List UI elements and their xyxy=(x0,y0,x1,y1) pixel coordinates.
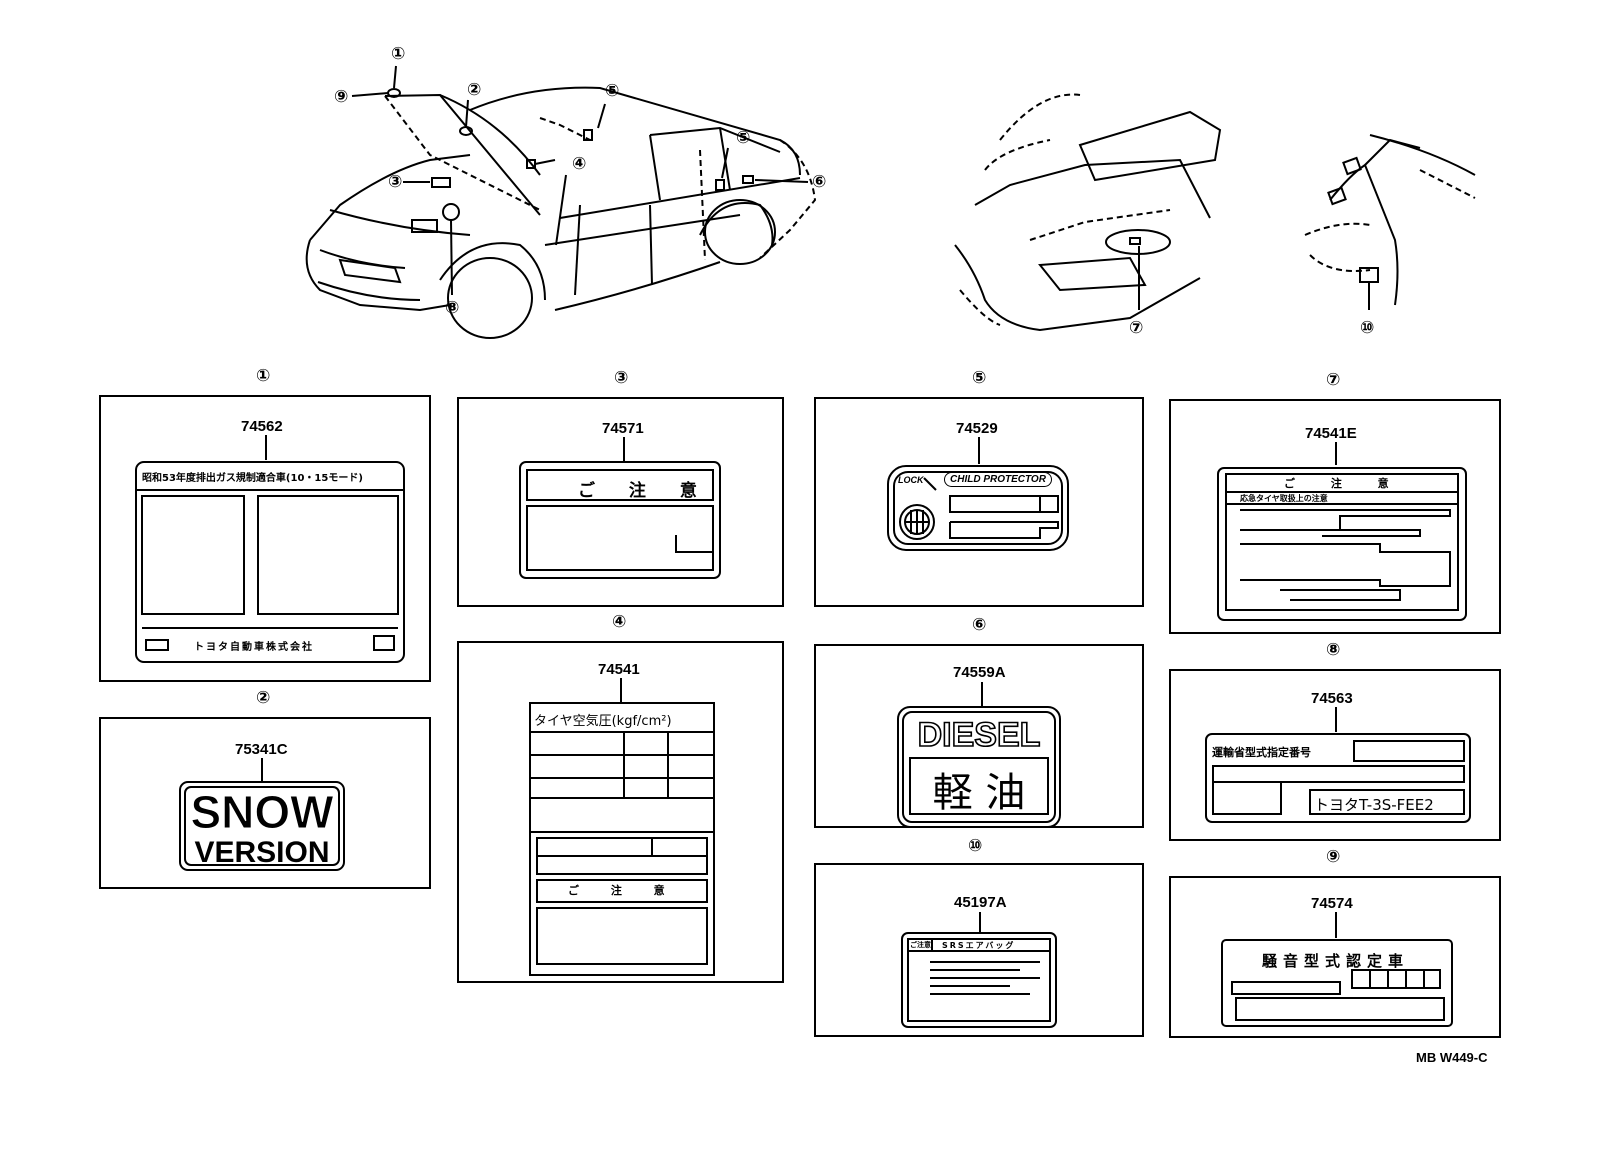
box-number-9: ⑨ xyxy=(1326,847,1341,867)
part-number-74563: 74563 xyxy=(1311,690,1353,707)
part-number-74574: 74574 xyxy=(1311,895,1353,912)
trunk-illustration xyxy=(954,93,1222,332)
label5-title: CHILD PROTECTOR xyxy=(944,472,1052,487)
keiyu-text: 軽 油 xyxy=(933,770,1026,816)
label1-heading: 昭和53年度排出ガス規制適合車(10・15モード) xyxy=(142,473,363,484)
box-number-5: ⑤ xyxy=(972,368,987,388)
label10-title: SRSエアバッグ xyxy=(942,941,1016,950)
callout-4: ④ xyxy=(572,154,587,174)
box-number-3: ③ xyxy=(614,368,629,388)
callout-9: ⑨ xyxy=(334,87,349,107)
label8-engine: トヨタT-3S-FEE2 xyxy=(1314,796,1434,814)
box-number-4: ④ xyxy=(612,612,627,632)
version-text: VERSION xyxy=(194,836,329,869)
callout-3: ③ xyxy=(388,172,403,192)
part-number-74529: 74529 xyxy=(956,420,998,437)
label4-heading: タイヤ空気圧(kgf/cm²) xyxy=(534,714,672,729)
callout-5b: ⑤ xyxy=(736,128,751,148)
callout-6: ⑥ xyxy=(812,172,827,192)
label7-heading: ご 注 意 xyxy=(1284,477,1405,490)
part-number-75341c: 75341C xyxy=(235,741,288,758)
label7-sub: 応急タイヤ取扱上の注意 xyxy=(1240,494,1328,503)
callout-8: ⑧ xyxy=(445,298,460,318)
label10-heading: ご注意 xyxy=(910,941,931,949)
label-box-3 xyxy=(457,397,784,607)
car-illustration xyxy=(305,65,817,339)
box-number-10: ⑩ xyxy=(968,836,983,856)
part-number-74571: 74571 xyxy=(602,420,644,437)
part-number-74541e: 74541E xyxy=(1305,425,1357,442)
callout-10: ⑩ xyxy=(1360,318,1375,338)
label9-heading: 騒音型式認定車 xyxy=(1262,952,1410,970)
part-number-74559a: 74559A xyxy=(953,664,1006,681)
label-box-9 xyxy=(1169,876,1501,1038)
label1-maker: トヨタ自動車株式会社 xyxy=(194,642,314,653)
label-box-8 xyxy=(1169,669,1501,841)
diagram-reference-code: MB W449-C xyxy=(1416,1050,1488,1065)
label-box-4 xyxy=(457,641,784,983)
snow-text: SNOW xyxy=(190,786,334,838)
callout-2: ② xyxy=(467,80,482,100)
label-box-1 xyxy=(99,395,431,682)
label5-lock: LOCK xyxy=(898,475,924,485)
label4-note: ご 注 意 xyxy=(568,884,679,897)
part-number-74562: 74562 xyxy=(241,418,283,435)
label3-heading: ご 注 意 xyxy=(578,481,711,501)
diesel-text: DIESEL xyxy=(918,716,1041,754)
callout-5a: ⑤ xyxy=(605,81,620,101)
callout-7: ⑦ xyxy=(1129,318,1144,338)
box-number-1: ① xyxy=(256,366,271,386)
box-number-2: ② xyxy=(256,688,271,708)
callout-1: ① xyxy=(391,44,406,64)
pillar-illustration xyxy=(1304,134,1476,310)
part-number-45197a: 45197A xyxy=(954,894,1007,911)
label-box-5 xyxy=(814,397,1144,607)
label-box-7 xyxy=(1169,399,1501,634)
box-number-7: ⑦ xyxy=(1326,370,1341,390)
label-box-10 xyxy=(814,863,1144,1037)
box-number-8: ⑧ xyxy=(1326,640,1341,660)
snow-version-graphic: SNOW VERSION xyxy=(190,786,335,870)
label8-heading: 運輸省型式指定番号 xyxy=(1212,746,1311,759)
box-number-6: ⑥ xyxy=(972,615,987,635)
label-box-2 xyxy=(99,717,431,889)
part-number-74541: 74541 xyxy=(598,661,640,678)
